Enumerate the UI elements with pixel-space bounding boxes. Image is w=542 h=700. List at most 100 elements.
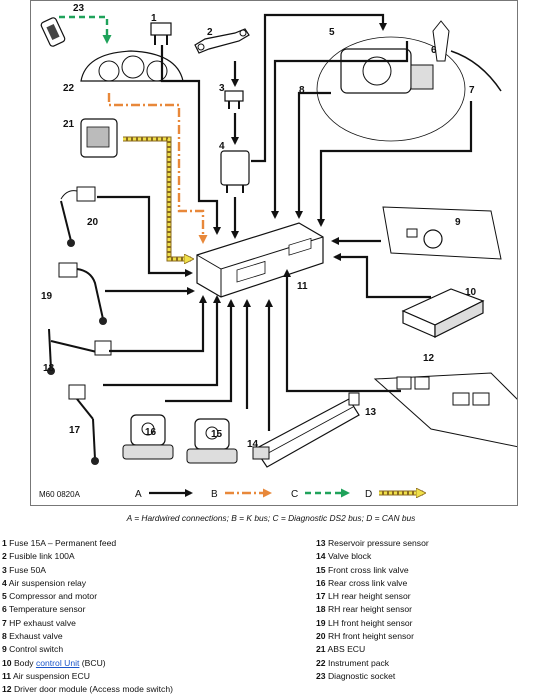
key-text: Rear cross link valve: [327, 577, 408, 588]
key-number: 22: [316, 657, 326, 668]
key-number: 18: [316, 604, 326, 615]
fuse-50a-drawing: [224, 90, 244, 109]
key-text: LH rear height sensor: [327, 591, 411, 602]
line-type-legend: M60 0820A A B C D: [39, 489, 423, 500]
key-text: Temperature sensor: [9, 604, 86, 615]
label-17: 17: [69, 425, 81, 436]
front-cross-link-valve-drawing: [186, 418, 238, 464]
legend-letter-a: A: [135, 489, 142, 500]
key-item: 11 Air suspension ECU: [2, 670, 302, 683]
key-item: 3 Fuse 50A: [2, 564, 302, 577]
key-text: Body: [13, 657, 36, 668]
key-text: Front cross link valve: [327, 564, 409, 575]
abs-ecu-drawing: [80, 118, 118, 158]
key-text: Fuse 50A: [9, 564, 46, 575]
control-unit-link[interactable]: control Unit: [35, 657, 80, 668]
rh-rear-height-sensor-drawing: [47, 328, 112, 375]
key-item: 16 Rear cross link valve: [316, 577, 536, 590]
label-13: 13: [365, 407, 377, 418]
driver-door-module-drawing: [373, 372, 517, 448]
key-text: RH front height sensor: [327, 631, 414, 642]
key-item: 23 Diagnostic socket: [316, 670, 536, 683]
key-number: 20: [316, 631, 326, 642]
figure-code: M60 0820A: [39, 490, 81, 499]
fuse-15a-drawing: [150, 22, 172, 45]
key-item: 14 Valve block: [316, 550, 536, 563]
key-item: 2 Fusible link 100A: [2, 550, 302, 563]
key-item: 10 Body control Unit (BCU): [2, 657, 302, 670]
label-7: 7: [469, 85, 475, 96]
key-item: 22 Instrument pack: [316, 657, 536, 670]
label-16: 16: [145, 427, 157, 438]
label-9: 9: [455, 217, 461, 228]
label-18: 18: [43, 363, 55, 374]
key-number: 6: [2, 604, 7, 615]
label-19: 19: [41, 291, 53, 302]
label-8: 8: [299, 85, 305, 96]
key-item: 4 Air suspension relay: [2, 577, 302, 590]
key-text: Fuse 15A – Permanent feed: [9, 538, 117, 548]
key-item: 7 HP exhaust valve: [2, 617, 302, 630]
key-number: 7: [2, 617, 7, 628]
label-14: 14: [247, 439, 259, 450]
key-text: LH front height sensor: [327, 617, 413, 628]
key-text: Compressor and motor: [9, 591, 98, 602]
key-number: 14: [316, 551, 326, 562]
label-15: 15: [211, 429, 223, 440]
legend-letter-b: B: [211, 489, 218, 500]
diagnostic-socket-drawing: [40, 17, 66, 47]
key-item: 9 Control switch: [2, 643, 302, 656]
label-11: 11: [297, 281, 308, 292]
key-number: 3: [2, 564, 7, 575]
key-number: 8: [2, 631, 7, 642]
wiring-diagram: 23 22 21 20 19 18 17 16 15 14 13 12 11 1…: [30, 0, 518, 506]
legend-letter-c: C: [291, 489, 298, 500]
diagnostic-bus-connections: [59, 15, 112, 44]
label-12: 12: [423, 353, 435, 364]
key-text: Instrument pack: [327, 657, 390, 668]
reservoir-pressure-sensor-drawing: [348, 392, 360, 406]
key-item: 6 Temperature sensor: [2, 603, 302, 616]
fusible-link-drawing: [194, 28, 250, 54]
k-bus-connections: [107, 93, 208, 244]
label-22: 22: [63, 83, 75, 94]
key-text: Control switch: [9, 644, 64, 655]
label-6: 6: [431, 45, 437, 56]
key-text: Valve block: [327, 551, 372, 562]
key-number: 5: [2, 591, 7, 602]
key-number: 21: [316, 644, 326, 655]
key-item: 13 Reservoir pressure sensor: [316, 537, 536, 550]
key-item: 8 Exhaust valve: [2, 630, 302, 643]
key-item: 1 Fuse 15A – Permanent feed: [2, 537, 302, 550]
air-suspension-ecu-drawing: [196, 222, 324, 298]
key-number: 13: [316, 538, 326, 548]
key-number: 1: [2, 538, 7, 548]
key-number: 17: [316, 591, 326, 602]
key-text: Exhaust valve: [9, 631, 63, 642]
key-text: (BCU): [79, 657, 106, 668]
lh-front-height-sensor-drawing: [58, 262, 107, 325]
legend-letter-d: D: [365, 489, 372, 500]
key-text: Reservoir pressure sensor: [327, 538, 429, 548]
key-number: 19: [316, 617, 326, 628]
key-text: RH rear height sensor: [327, 604, 413, 615]
label-3: 3: [219, 83, 225, 94]
rh-front-height-sensor-drawing: [60, 186, 96, 247]
label-20: 20: [87, 217, 99, 228]
key-number: 16: [316, 577, 326, 588]
key-text: Fusible link 100A: [9, 551, 75, 562]
key-number: 10: [2, 657, 12, 668]
key-number: 2: [2, 551, 7, 562]
key-number: 15: [316, 564, 326, 575]
valve-block-drawing: [252, 398, 360, 468]
instrument-pack-drawing: [80, 50, 184, 82]
key-item: 17 LH rear height sensor: [316, 590, 536, 603]
key-text: Air suspension ECU: [13, 670, 90, 681]
body-control-unit-drawing: [401, 288, 485, 338]
key-item: 5 Compressor and motor: [2, 590, 302, 603]
hardwired-connections: [97, 13, 473, 431]
key-number: 11: [2, 670, 12, 681]
label-10: 10: [465, 287, 477, 298]
